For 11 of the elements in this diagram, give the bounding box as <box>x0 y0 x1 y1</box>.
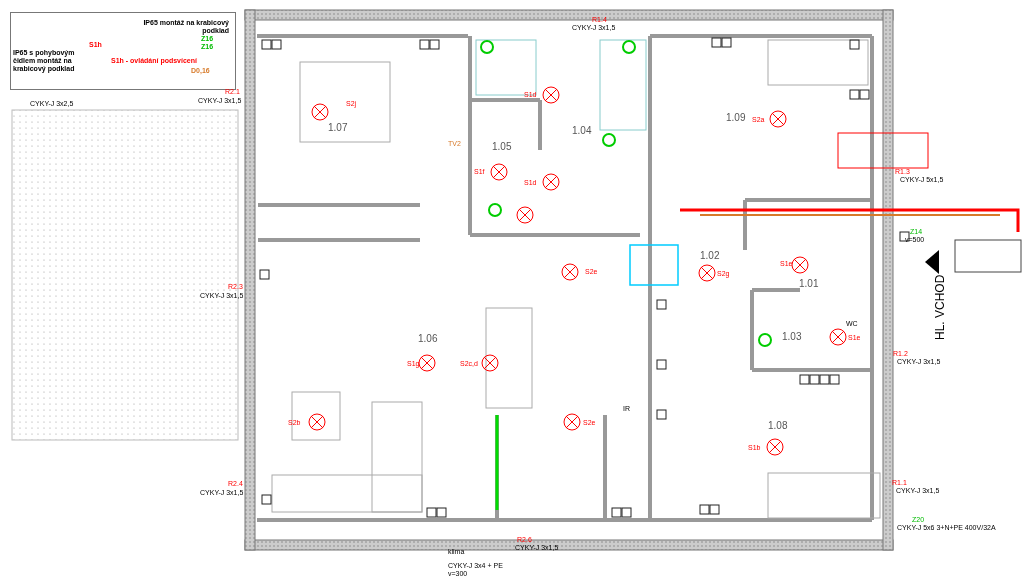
entrance-label: HL. VCHOD <box>934 274 947 340</box>
room-number: 1.05 <box>492 143 512 151</box>
room-number: 1.07 <box>328 124 348 132</box>
room-number: 1.03 <box>782 333 802 341</box>
room-number: 1.06 <box>418 335 438 343</box>
room-number: 1.02 <box>700 252 720 260</box>
room-number: 1.01 <box>799 280 819 288</box>
room-number: 1.04 <box>572 127 592 135</box>
room-number: 1.08 <box>768 422 788 430</box>
legend-box <box>10 12 236 90</box>
room-number: 1.09 <box>726 114 746 122</box>
